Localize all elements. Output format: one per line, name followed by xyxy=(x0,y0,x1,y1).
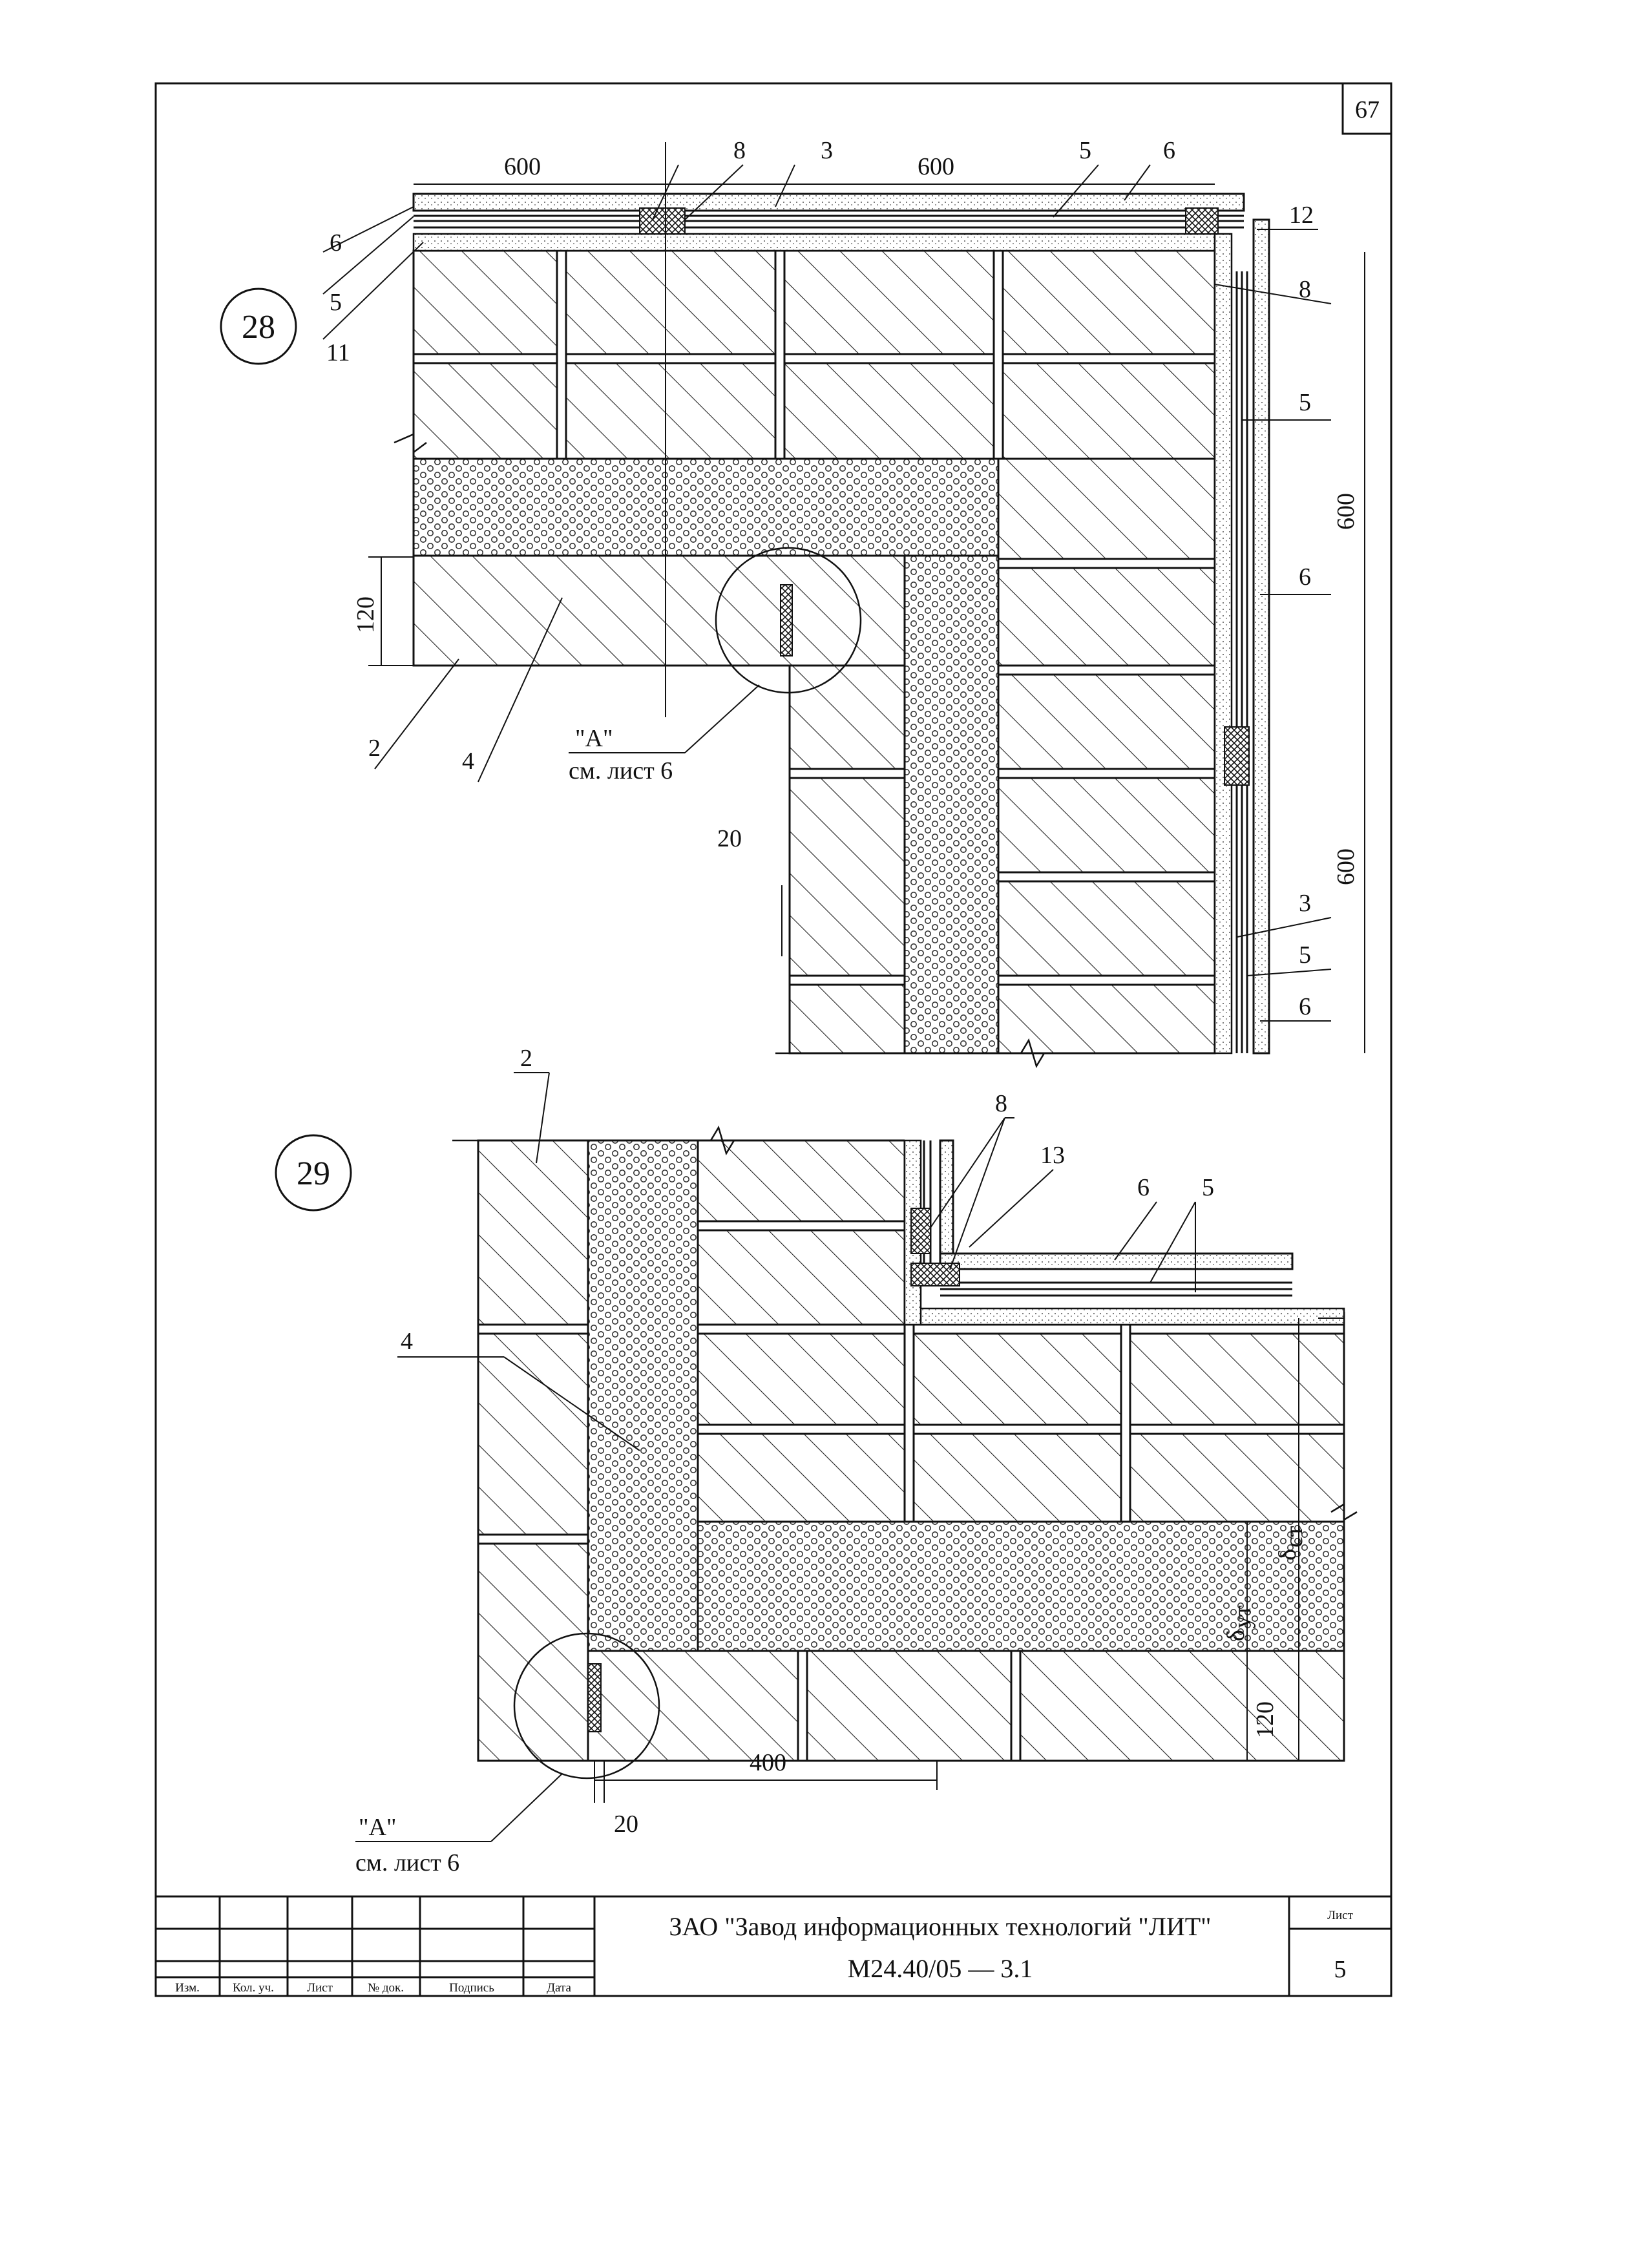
dimensions-28 xyxy=(368,184,1365,1053)
callout-6-right-lower: 6 xyxy=(1299,993,1311,1020)
page-number: 67 xyxy=(1355,96,1380,123)
lining-right xyxy=(1235,218,1270,1055)
detail-number-29: 29 xyxy=(297,1155,330,1192)
plaster-29 xyxy=(903,1307,1345,1326)
delta-st-label: δ ст xyxy=(1274,1526,1308,1560)
plaster-top xyxy=(412,233,1216,252)
leader-a-29 xyxy=(490,1773,563,1842)
insulation-horizontal-29 xyxy=(697,1520,1345,1652)
callout-leaders-28 xyxy=(322,164,1332,1022)
block-wall-left xyxy=(477,1139,589,1762)
break-line-top-29 xyxy=(452,1125,905,1156)
callout-5-right-lower: 5 xyxy=(1299,941,1311,969)
break-line-right-29 xyxy=(1330,1502,1358,1522)
callout-circle-a-29 xyxy=(513,1632,660,1780)
callout-8-right: 8 xyxy=(1299,276,1311,303)
callout-2-29: 2 xyxy=(520,1045,532,1072)
lining-29 xyxy=(923,1139,1294,1297)
dim-top-left: 600 xyxy=(504,153,541,180)
spacer-29-v xyxy=(910,1208,931,1254)
col-date: Дата xyxy=(547,1981,571,1995)
document-code: М24.40/05 — 3.1 xyxy=(848,1954,1033,1983)
dim-slab-height: 120 xyxy=(352,596,379,633)
spacer-right-mid xyxy=(1224,726,1250,786)
callout-6-29: 6 xyxy=(1137,1174,1150,1201)
dim-right-upper: 600 xyxy=(1332,493,1360,530)
dim-right-lower: 600 xyxy=(1332,848,1360,885)
gasket-a xyxy=(780,584,793,656)
sheet-label: Лист xyxy=(1327,1909,1353,1922)
dim-slab-120-29: 120 xyxy=(1252,1701,1279,1738)
svg-text:δ: δ xyxy=(1274,1549,1301,1560)
sheet-frame xyxy=(154,82,1392,1997)
callout-5-top: 5 xyxy=(1079,137,1091,164)
inner-wall-column xyxy=(788,664,906,1055)
lining-top xyxy=(412,193,1245,229)
callout-13-29: 13 xyxy=(1040,1142,1065,1169)
dimensions-29 xyxy=(594,1318,1344,1803)
ref-letter-a-29: "А" xyxy=(359,1814,396,1841)
callout-6-right: 6 xyxy=(1299,563,1311,591)
floor-slab-29 xyxy=(587,1650,1345,1762)
spacer-top-right xyxy=(1185,207,1219,235)
callout-6-left: 6 xyxy=(330,229,342,257)
callout-8-top: 8 xyxy=(733,137,746,164)
dim-bottom-400: 400 xyxy=(750,1749,786,1776)
callout-2-slab: 2 xyxy=(368,735,381,762)
organization-name: ЗАО "Завод информационных технологий "ЛИ… xyxy=(669,1912,1211,1941)
col-kol-uch: Кол. уч. xyxy=(233,1981,274,1995)
col-doc-no: № док. xyxy=(368,1981,404,1995)
callout-3-top: 3 xyxy=(821,137,833,164)
page-number-box xyxy=(1341,82,1392,135)
callout-11-left: 11 xyxy=(326,339,350,366)
leader-a xyxy=(684,684,760,753)
col-list: Лист xyxy=(307,1981,333,1995)
corner-notch xyxy=(905,1131,1350,1312)
insulation-vertical xyxy=(903,554,1000,1055)
insulation-horizontal xyxy=(412,457,1000,557)
title-block xyxy=(156,1895,1391,1996)
col-izm: Изм. xyxy=(175,1981,200,1995)
block-wall-right xyxy=(997,457,1216,1055)
callout-4-slab: 4 xyxy=(462,748,474,775)
svg-text:ст: ст xyxy=(1281,1526,1308,1548)
dim-gap-20: 20 xyxy=(614,1811,638,1838)
callout-12-right: 12 xyxy=(1289,202,1314,229)
plaster-right xyxy=(1213,233,1233,1055)
detail-number-circle xyxy=(220,288,297,365)
callout-5-29: 5 xyxy=(1202,1174,1214,1201)
callout-4-29: 4 xyxy=(401,1328,413,1355)
spacer-29-h xyxy=(910,1263,960,1286)
svg-text:δ: δ xyxy=(1223,1630,1250,1641)
callout-circle-a xyxy=(715,547,862,694)
callout-leaders-29 xyxy=(397,1072,1196,1451)
callout-5-left: 5 xyxy=(330,289,342,316)
mortar-joints-29 xyxy=(477,1220,1345,1762)
delta-ut-label: δ ут xyxy=(1223,1605,1256,1641)
callout-3-right: 3 xyxy=(1299,890,1311,917)
insulation-vertical-29 xyxy=(587,1139,699,1652)
svg-text:ут: ут xyxy=(1229,1605,1256,1628)
spacer-top-left xyxy=(639,207,686,235)
callout-8-29: 8 xyxy=(995,1090,1007,1117)
floor-slab xyxy=(412,554,906,667)
detail-number-circle-29 xyxy=(275,1134,352,1212)
col-signature: Подпись xyxy=(449,1981,494,1995)
sheet-number: 5 xyxy=(1334,1956,1347,1983)
detail-28: "А" см. лист 6 28 600 600 600 600 120 20 xyxy=(220,137,1365,1069)
ref-letter-a: "А" xyxy=(575,725,613,752)
break-line-left xyxy=(394,433,427,454)
callout-5-right: 5 xyxy=(1299,389,1311,416)
ref-text-a-29: см. лист 6 xyxy=(355,1849,459,1876)
dim-step: 20 xyxy=(717,825,742,852)
ref-text-a: см. лист 6 xyxy=(569,757,673,784)
dim-top-right: 600 xyxy=(918,153,954,180)
callout-6-top: 6 xyxy=(1163,137,1175,164)
detail-29: "А" см. лист 6 29 400 20 120 δ ст δ ут xyxy=(275,1045,1358,1876)
detail-number: 28 xyxy=(242,309,275,346)
gasket-29 xyxy=(587,1663,602,1732)
break-line-bottom xyxy=(775,1038,1215,1069)
